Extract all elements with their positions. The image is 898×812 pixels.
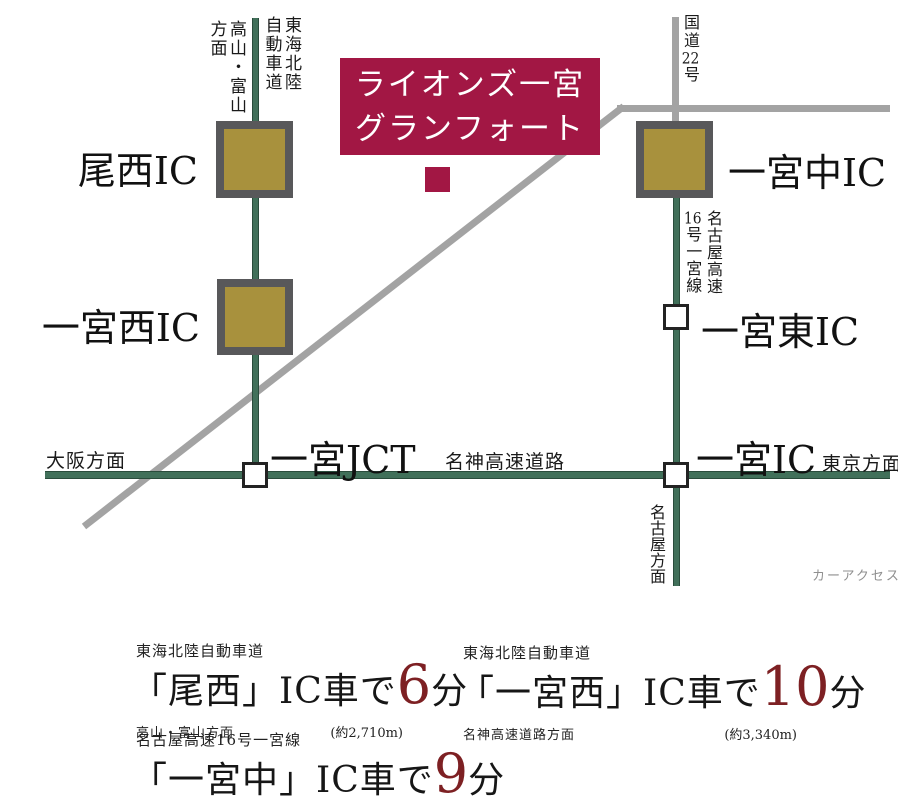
takayama-toyama-direction-label: 高山・富山 方面: [206, 20, 246, 115]
property-location-marker: [425, 167, 450, 192]
access-direction: 名神高速道路方面: [463, 728, 576, 743]
tokai-hokuriku-expressway-label: 東海北陸 自動車道: [261, 16, 301, 92]
bisai-ic-marker: [216, 121, 293, 198]
access-info-bisai: 東海北陸自動車道 「尾西」IC車で6分 高山・富山方面 (約2,710m): [131, 640, 467, 741]
ichinomiya-naka-ic-marker: [636, 121, 713, 198]
access-time-line: 「一宮中」IC車で9分: [131, 747, 504, 810]
route22-number: 22: [681, 50, 700, 66]
road-name-column: 名古屋高速: [704, 210, 723, 295]
property-name-line1: ライオンズ一宮: [354, 66, 586, 103]
road-route22: [672, 17, 679, 129]
route16-rest: 号一宮線: [683, 226, 703, 294]
road-nagoya-expressway: [673, 196, 680, 586]
ichinomiya-ic-label: 一宮IC: [696, 438, 817, 482]
ichinomiya-jct-marker: [242, 462, 268, 488]
access-time-line: 「尾西」IC車で6分: [131, 658, 467, 721]
meishin-expressway-label: 名神高速道路: [445, 451, 566, 473]
access-sub-line: 高山・富山方面 (約2,710m): [131, 722, 403, 741]
access-minutes: 9: [433, 742, 469, 805]
road-name-column: 国道22号: [678, 14, 702, 84]
access-distance: (約2,710m): [330, 726, 403, 741]
road-route155: [617, 105, 890, 112]
ichinomiya-nishi-ic-marker: [217, 279, 293, 355]
ichinomiya-nishi-ic-label: 一宮西IC: [41, 306, 200, 350]
ichinomiya-naka-ic-label: 一宮中IC: [728, 151, 887, 195]
ichinomiya-jct-label: 一宮JCT: [270, 438, 416, 482]
access-distance: (約3,340m): [724, 728, 797, 743]
access-minutes: 6: [396, 653, 432, 716]
direction-column: 方面: [206, 20, 227, 58]
bisai-ic-label: 尾西IC: [77, 149, 198, 193]
access-minutes-unit: 分: [829, 673, 867, 714]
access-minutes: 10: [760, 655, 830, 718]
access-road-name: 東海北陸自動車道: [463, 644, 592, 662]
access-direction: 高山・富山方面: [136, 726, 235, 741]
route22-suffix: 号: [681, 66, 700, 84]
road-name-column: 16号一宮線: [681, 210, 702, 295]
access-ic-text: 「一宮中」IC車で: [131, 760, 434, 801]
route16-number: 16: [683, 210, 702, 226]
ichinomiya-higashi-ic-label: 一宮東IC: [701, 310, 860, 354]
road-meishin-expressway: [45, 471, 890, 479]
osaka-direction-label: 大阪方面: [46, 450, 127, 472]
access-ic-text: 「尾西」IC車で: [131, 671, 397, 712]
access-road-name: 名古屋高速16号一宮線: [136, 731, 302, 749]
direction-column: 高山・富山: [226, 20, 246, 115]
ichinomiya-higashi-ic-marker: [663, 304, 689, 330]
tokyo-direction-label: 東京方面: [822, 453, 898, 475]
access-ic-text: 「一宮西」IC車で: [458, 673, 761, 714]
road-tokai-hokuriku-expressway: [252, 18, 259, 478]
access-minutes-unit: 分: [431, 671, 469, 712]
ichinomiya-ic-marker: [663, 462, 689, 488]
access-minutes-unit: 分: [468, 760, 506, 801]
access-time-line: 「一宮西」IC車で10分: [458, 660, 866, 723]
nagoya-expressway-label: 名古屋高速 16号一宮線: [681, 210, 723, 295]
route22-pre: 国道: [681, 14, 700, 50]
access-info-ichinomiya-naka: 名古屋高速16号一宮線 「一宮中」IC車で9分 名古屋方面 (約2,790m): [131, 729, 504, 812]
road-name-column: 自動車道: [261, 16, 282, 92]
map-caption: カーアクセス図: [812, 569, 898, 584]
nagoya-direction-label: 名古屋方面: [644, 504, 668, 584]
route22-label: 国道22号: [678, 14, 702, 84]
property-name-banner: ライオンズ一宮 グランフォート: [340, 58, 600, 155]
access-info-ichinomiya-nishi: 東海北陸自動車道 「一宮西」IC車で10分 名神高速道路方面 (約3,340m): [458, 642, 866, 743]
direction-column: 名古屋方面: [647, 504, 666, 584]
access-sub-line: 名神高速道路方面 (約3,340m): [458, 724, 797, 743]
access-road-name: 東海北陸自動車道: [136, 642, 265, 660]
property-name-line2: グランフォート: [354, 110, 586, 147]
road-name-column: 東海北陸: [281, 16, 301, 92]
